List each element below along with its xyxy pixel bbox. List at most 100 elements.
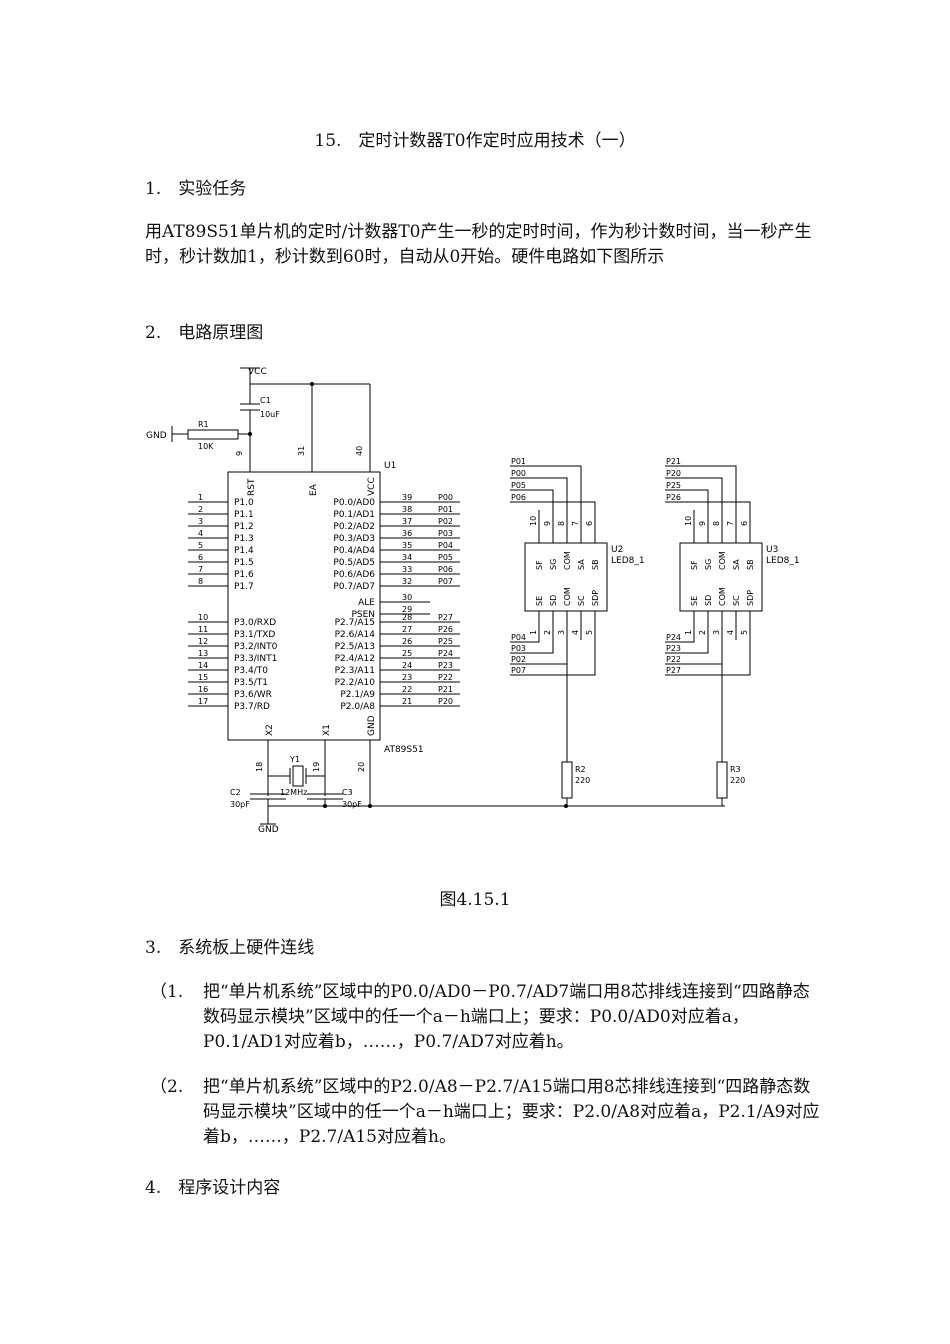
u1-net-label: P04 bbox=[438, 541, 453, 550]
u1-left-pin-number: 12 bbox=[198, 637, 208, 646]
display-top-net-label: P21 bbox=[666, 457, 681, 466]
display-module: U2LED8_110SF9SG8COM7SA6SB1SE2SD3COM4SC5S… bbox=[510, 457, 645, 806]
display-bottom-pin-label: SE bbox=[690, 596, 699, 606]
display-bottom-pin-number: 4 bbox=[571, 630, 580, 635]
display-bottom-net-wire bbox=[510, 640, 540, 643]
c1-value: 10uF bbox=[260, 410, 280, 419]
u1-left-pin-number: 5 bbox=[198, 541, 203, 550]
u1-left-pin-name: P1.2 bbox=[234, 522, 254, 532]
u1-bottom-pin-name: X2 bbox=[265, 724, 275, 736]
display-top-pin-label: SG bbox=[549, 559, 558, 570]
u1-left-pin-name: P3.1/TXD bbox=[234, 630, 275, 640]
u1-left-pin-name: P1.6 bbox=[234, 570, 254, 580]
u1-left-pin-name: P1.0 bbox=[234, 498, 254, 508]
u1-left-pin-name: P3.6/WR bbox=[234, 690, 272, 700]
gnd-bottom-label: GND bbox=[258, 825, 279, 835]
u1-net-label: P27 bbox=[438, 613, 453, 622]
display-top-net-label: P00 bbox=[511, 469, 526, 478]
display-bottom-pin-label: COM bbox=[718, 587, 727, 606]
display-top-net-wire bbox=[510, 489, 554, 510]
display-top-pin-label: COM bbox=[718, 551, 727, 570]
u1-net-label: P06 bbox=[438, 565, 453, 574]
u1-right-pin-name: P0.1/AD1 bbox=[333, 510, 375, 520]
display-top-net-wire bbox=[665, 489, 709, 510]
wiring-item-1: （1. 把“单片机系统”区域中的P0.0/AD0－P0.7/AD7端口用8芯排线… bbox=[150, 980, 830, 1055]
u1-bottom-pin-name: X1 bbox=[322, 724, 332, 736]
u1-bottom-pin-number: 18 bbox=[255, 762, 264, 772]
u1-net-label: P20 bbox=[438, 697, 453, 706]
u1-part: AT89S51 bbox=[384, 745, 424, 755]
u1-left-pin-name: P1.5 bbox=[234, 558, 254, 568]
u1-right-pin-number: 33 bbox=[402, 565, 412, 574]
display-top-net-wire bbox=[510, 477, 568, 510]
display-body bbox=[524, 542, 608, 612]
c2-value: 30pF bbox=[230, 800, 250, 809]
display-top-net-wire bbox=[665, 501, 751, 510]
display-bottom-net-label: P27 bbox=[666, 666, 681, 675]
display-top-net-wire bbox=[665, 465, 737, 510]
u1-left-pin-number: 10 bbox=[198, 613, 208, 622]
u1-left-pin-number: 13 bbox=[198, 649, 208, 658]
display-bottom-pin-number: 1 bbox=[529, 630, 538, 635]
u1-right-pin-name: PSEN bbox=[351, 610, 375, 620]
display-top-pin-label: SB bbox=[746, 559, 755, 570]
display-bottom-pin-label: SC bbox=[577, 595, 586, 606]
display-bottom-pin-number: 2 bbox=[543, 630, 552, 635]
display-bottom-pin-label: SDP bbox=[746, 590, 755, 606]
display-body bbox=[679, 542, 763, 612]
display-bottom-pin-label: SD bbox=[549, 595, 558, 606]
display-bottom-pin-label: COM bbox=[563, 587, 572, 606]
u1-left-pin-number: 15 bbox=[198, 673, 208, 682]
u1-left-pin-name: P1.1 bbox=[234, 510, 254, 520]
u1-right-pin-number: 30 bbox=[402, 593, 412, 602]
display-top-pin-number: 6 bbox=[740, 521, 749, 526]
display-bottom-net-label: P04 bbox=[511, 633, 526, 642]
display-bottom-pin-label: SDP bbox=[591, 590, 600, 606]
display-module: U3LED8_110SF9SG8COM7SA6SB1SE2SD3COM4SC5S… bbox=[665, 457, 800, 806]
wiring-item-text: 把“单片机系统”区域中的P2.0/A8－P2.7/A15端口用8芯排线连接到“四… bbox=[203, 1077, 820, 1147]
u1-right-pin-name: P0.5/AD5 bbox=[333, 558, 375, 568]
c2-name: C2 bbox=[230, 788, 241, 797]
u1-right-pin-name: P2.7/A15 bbox=[335, 618, 375, 628]
display-bottom-pin-number: 3 bbox=[557, 630, 566, 635]
display-resistor bbox=[561, 761, 573, 799]
figure-caption: 图4.15.1 bbox=[439, 890, 511, 910]
u1-right-pin-name: P2.0/A8 bbox=[340, 702, 375, 712]
display-resistor-value: 220 bbox=[575, 776, 590, 785]
u1-right-pin-number: 25 bbox=[402, 649, 412, 658]
u1-left-pin-name: P3.3/INT1 bbox=[234, 654, 277, 664]
c3-name: C3 bbox=[342, 788, 353, 797]
u1-top-pin-name: EA bbox=[309, 483, 319, 496]
u1-right-pin-number: 26 bbox=[402, 637, 412, 646]
display-top-pin-label: SG bbox=[704, 559, 713, 570]
u1-bottom-pin-number: 20 bbox=[357, 762, 366, 772]
display-bottom-net-label: P07 bbox=[511, 666, 526, 675]
y1-name: Y1 bbox=[289, 755, 300, 764]
section-heading-program: 4. 程序设计内容 bbox=[145, 1178, 281, 1198]
u1-right-pin-name: P2.1/A9 bbox=[340, 690, 375, 700]
u1-net-label: P22 bbox=[438, 673, 453, 682]
u1-left-pin-number: 17 bbox=[198, 697, 208, 706]
display-bottom-net-label: P22 bbox=[666, 655, 681, 664]
schematic-displays: U2LED8_110SF9SG8COM7SA6SB1SE2SD3COM4SC5S… bbox=[510, 457, 800, 806]
schematic-pins: 9RST31EA40VCC1P1.02P1.13P1.24P1.35P1.46P… bbox=[188, 446, 460, 772]
u1-top-pin-number: 40 bbox=[355, 446, 364, 456]
display-bottom-net-label: P03 bbox=[511, 644, 526, 653]
u1-left-pin-number: 4 bbox=[198, 529, 203, 538]
schematic-static-wiring bbox=[171, 367, 725, 825]
display-part: LED8_1 bbox=[611, 556, 645, 566]
u1-right-pin-name: P0.6/AD6 bbox=[333, 570, 375, 580]
u1-left-pin-number: 16 bbox=[198, 685, 208, 694]
display-top-net-label: P01 bbox=[511, 457, 526, 466]
wiring-item-number: （2. bbox=[150, 1077, 184, 1097]
display-bottom-net-label: P24 bbox=[666, 633, 681, 642]
display-top-net-wire bbox=[665, 477, 723, 510]
u1-bottom-pin-number: 19 bbox=[312, 762, 321, 772]
display-top-pin-label: SA bbox=[577, 559, 586, 570]
display-bottom-net-wire bbox=[665, 640, 695, 643]
u1-left-pin-number: 1 bbox=[198, 493, 203, 502]
u1-top-pin-number: 31 bbox=[297, 446, 306, 456]
u1-right-pin-name: P0.0/AD0 bbox=[333, 498, 375, 508]
display-top-pin-label: SF bbox=[690, 560, 699, 570]
circuit-schematic: 9RST31EA40VCC1P1.02P1.13P1.24P1.35P1.46P… bbox=[146, 367, 800, 835]
